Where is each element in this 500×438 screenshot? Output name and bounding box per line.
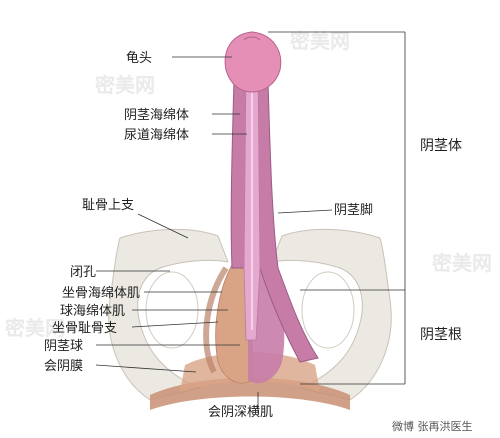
watermark-layer: 密美网 密美网 密美网 密美网 [5,29,492,340]
label-obturator: 闭孔 [70,265,96,280]
watermark-text: 密美网 [290,29,350,53]
penile-shaft [230,69,319,363]
credit-text: 微博 张再洪医生 [392,419,473,433]
label-ischiopubic-ramus: 坐骨耻骨支 [52,321,117,336]
label-pubic-ramus: 耻骨上支 [82,198,134,213]
label-corpus-cavernosum: 阴茎海绵体 [124,108,189,123]
labels: 龟头 阴茎海绵体 尿道海绵体 耻骨上支 闭孔 坐骨海绵体肌 球海绵体肌 坐骨耻骨… [44,51,462,420]
watermark-text: 密美网 [432,251,492,275]
label-root-bracket: 阴茎根 [420,327,462,343]
label-shaft-bracket: 阴茎体 [420,138,462,154]
leader-lines [95,31,406,412]
label-bulb: 阴茎球 [44,339,83,354]
label-deep-transverse: 会阴深横肌 [208,405,273,420]
label-glans: 龟头 [126,51,152,66]
label-crus: 阴茎脚 [334,202,373,218]
label-bulbospongiosus: 球海绵体肌 [60,304,125,319]
label-perineal-membrane: 会阴膜 [44,359,83,374]
watermark-text: 密美网 [5,316,65,340]
label-corpus-spongiosum: 尿道海绵体 [124,128,189,143]
label-ischiocavernosus: 坐骨海绵体肌 [62,286,140,301]
watermark-text: 密美网 [95,73,155,97]
glans [224,31,282,93]
